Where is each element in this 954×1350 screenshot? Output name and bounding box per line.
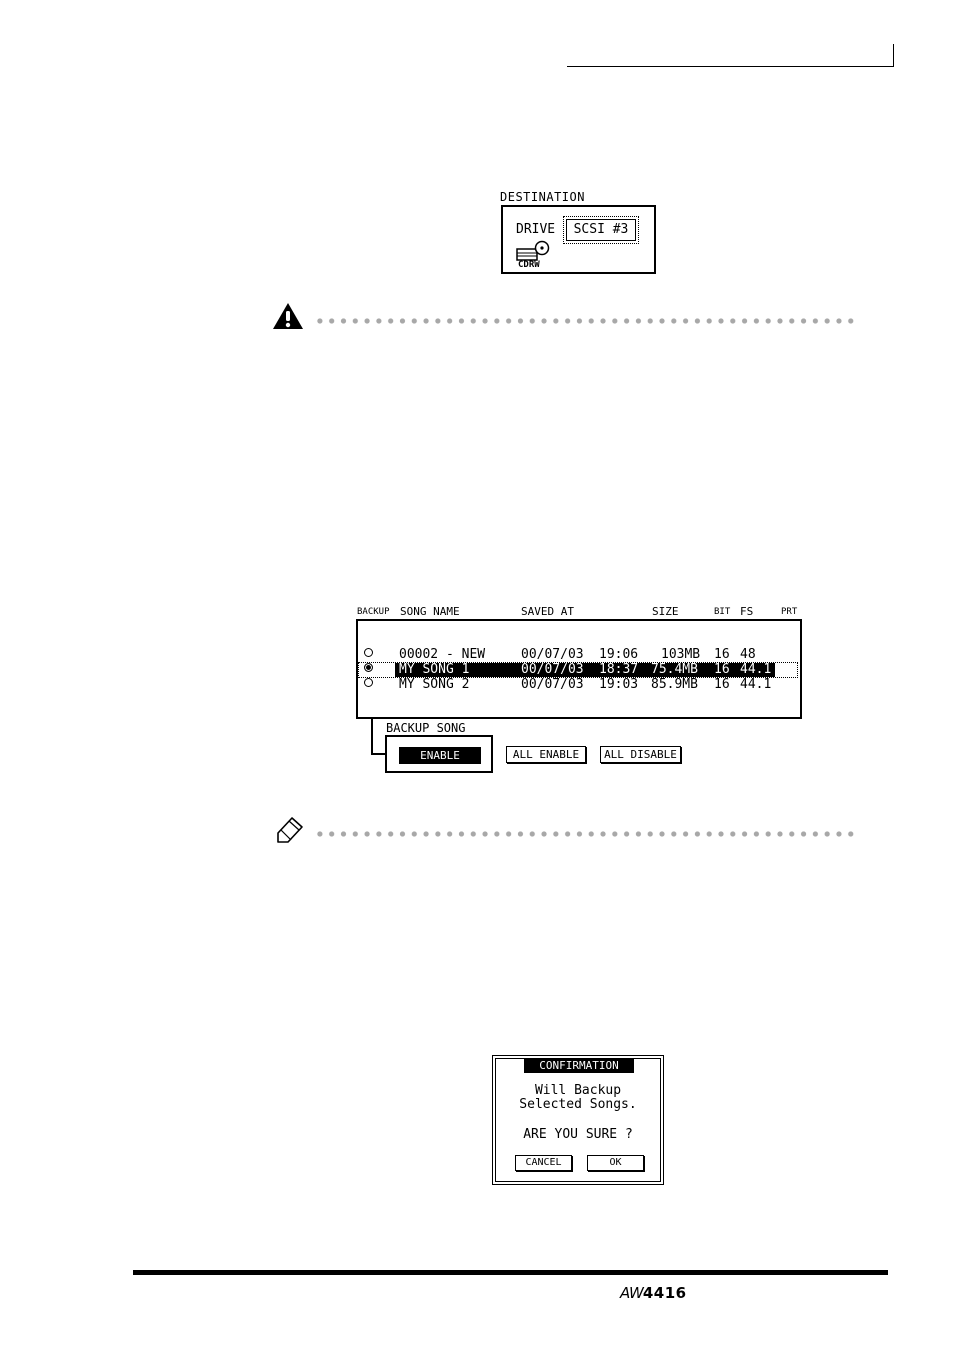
cdrw-drive-icon (516, 240, 552, 266)
song-size: 85.9MB (651, 677, 698, 692)
backup-radio[interactable] (364, 678, 373, 687)
backup-song-label: BACKUP SONG (386, 721, 466, 735)
destination-label: DESTINATION (500, 190, 585, 204)
song-time: 19:03 (599, 677, 639, 692)
song-list-panel (356, 619, 802, 719)
brand-prefix: AW (620, 1284, 644, 1302)
song-date: 00/07/03 (521, 647, 584, 662)
col-header-prt: PRT (781, 607, 798, 617)
song-bit: 16 (714, 647, 730, 662)
song-bit: 16 (714, 677, 730, 692)
col-header-saved-at: SAVED AT (521, 605, 574, 618)
confirmation-message-line1: Will Backup (534, 1083, 622, 1098)
header-tick (893, 44, 894, 67)
confirmation-title: CONFIRMATION (524, 1059, 634, 1073)
memo-dotted-divider (314, 831, 854, 837)
confirmation-message-line2: Selected Songs. (519, 1097, 637, 1112)
backup-song-panel (385, 735, 493, 773)
table-row[interactable]: MY SONG 2 00/07/03 19:03 85.9MB 16 44.1 (359, 678, 797, 692)
song-date: 00/07/03 (521, 662, 584, 677)
destination-panel (501, 205, 656, 274)
confirmation-question: ARE YOU SURE ? (523, 1127, 633, 1142)
song-time: 18:37 (599, 662, 639, 677)
table-row[interactable]: MY SONG 1 00/07/03 18:37 75.4MB 16 44.1 (358, 662, 798, 678)
song-name: MY SONG 1 (399, 662, 470, 677)
warning-dotted-divider (314, 318, 854, 324)
cdrw-label: CDRW (518, 260, 540, 270)
drive-label: DRIVE (516, 222, 556, 237)
col-header-bit: BIT (714, 607, 731, 617)
col-header-fs: FS (740, 605, 754, 618)
song-size: 75.4MB (651, 662, 698, 677)
brand-model: 4416 (642, 1284, 687, 1302)
song-time: 19:06 (599, 647, 639, 662)
song-name: MY SONG 2 (399, 677, 470, 692)
cancel-button[interactable]: CANCEL (515, 1155, 572, 1171)
table-row[interactable]: 00002 - NEW 00/07/03 19:06 103MB 16 48 (359, 648, 797, 662)
col-header-backup: BACKUP (357, 607, 390, 617)
drive-selector[interactable]: SCSI #3 (563, 216, 639, 244)
memo-pencil-icon (275, 815, 305, 847)
song-fs: 44.1 (740, 662, 772, 677)
ok-button[interactable]: OK (587, 1155, 644, 1171)
song-bit: 16 (714, 662, 730, 677)
song-size: 103MB (661, 647, 701, 662)
col-header-song-name: SONG NAME (400, 605, 460, 618)
all-disable-button[interactable]: ALL DISABLE (600, 746, 681, 763)
song-date: 00/07/03 (521, 677, 584, 692)
warning-icon (272, 302, 304, 334)
brand-logo: AW4416 (620, 1284, 687, 1302)
backup-radio[interactable] (364, 648, 373, 657)
song-fs: 44.1 (740, 677, 772, 692)
all-enable-button[interactable]: ALL ENABLE (506, 746, 586, 763)
header-rule (567, 66, 893, 67)
enable-button[interactable]: ENABLE (399, 747, 481, 764)
song-name: 00002 - NEW (399, 647, 486, 662)
song-fs: 48 (740, 647, 756, 662)
backup-song-connector (371, 719, 385, 755)
footer-rule (133, 1270, 888, 1275)
col-header-size: SIZE (652, 605, 679, 618)
backup-radio[interactable] (364, 663, 373, 672)
